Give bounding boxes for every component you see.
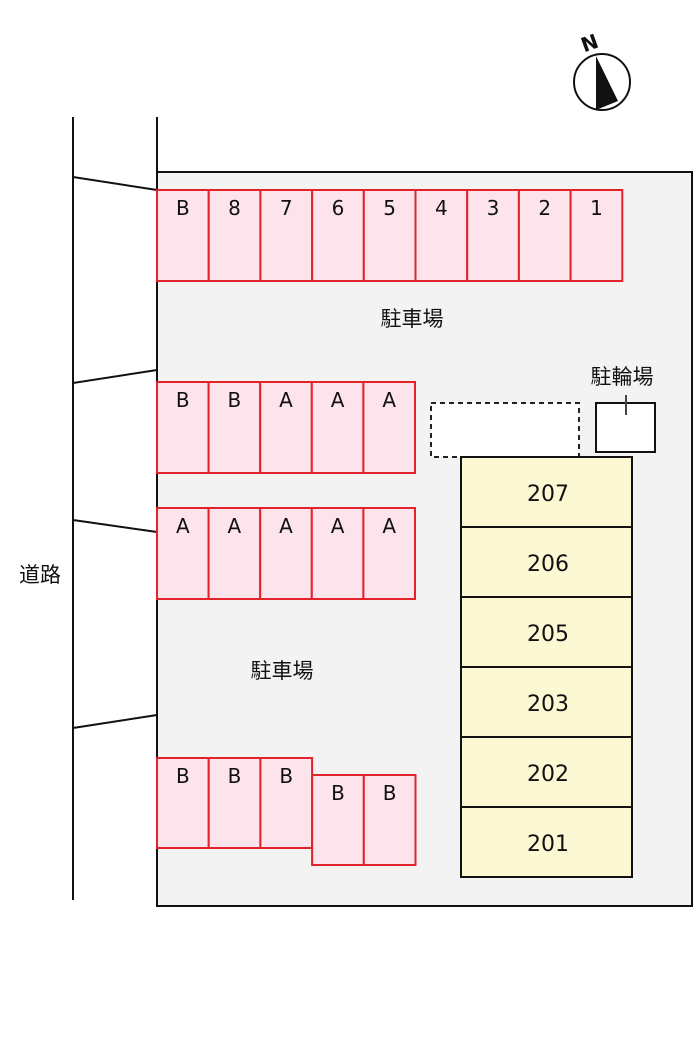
parking-space-label: A — [331, 514, 345, 538]
parking-space-label: 5 — [383, 196, 396, 220]
building: 207 206 205 203 202 201 — [460, 456, 633, 878]
unit-number: 202 — [527, 762, 569, 787]
north-label: N — [578, 29, 602, 57]
parking-space-label: 1 — [590, 196, 603, 220]
unit-205: 205 — [460, 596, 633, 668]
parking-label-bottom: 駐車場 — [251, 659, 314, 683]
parking-space: A — [310, 381, 365, 474]
parking-space: B — [311, 774, 365, 866]
parking-space: B — [259, 757, 314, 849]
unit-207: 207 — [460, 456, 633, 528]
parking-space: A — [310, 507, 365, 600]
unit-206: 206 — [460, 526, 633, 598]
parking-space: 8 — [207, 189, 262, 282]
parking-space: A — [207, 507, 262, 600]
parking-space-label: B — [331, 781, 345, 805]
parking-space-label: A — [382, 388, 396, 412]
parking-space-label: B — [228, 388, 242, 412]
parking-space: 5 — [362, 189, 417, 282]
parking-space-label: 2 — [538, 196, 551, 220]
parking-label-top: 駐車場 — [381, 307, 444, 331]
parking-space-label: B — [176, 196, 190, 220]
parking-space: B — [156, 189, 210, 282]
parking-space-label: A — [176, 514, 190, 538]
parking-space: A — [259, 381, 313, 474]
unit-202: 202 — [460, 736, 633, 808]
parking-space-label: 4 — [435, 196, 448, 220]
unit-number: 205 — [527, 622, 569, 647]
parking-space: B — [207, 757, 262, 849]
parking-space: 2 — [517, 189, 572, 282]
parking-space: A — [362, 381, 416, 474]
bicycle-parking-label: 駐輪場 — [591, 365, 654, 389]
north-compass-icon: N — [573, 29, 631, 111]
parking-space-label: A — [279, 388, 293, 412]
parking-row-1: B 8 7 6 5 4 3 2 1 — [156, 189, 624, 282]
parking-space-label: 8 — [228, 196, 241, 220]
parking-space-label: B — [176, 764, 190, 788]
parking-space-label: A — [279, 514, 293, 538]
unit-number: 207 — [527, 482, 569, 507]
parking-space-label: 3 — [487, 196, 500, 220]
parking-space-label: A — [331, 388, 345, 412]
parking-space: B — [156, 381, 210, 474]
parking-space: 4 — [414, 189, 469, 282]
parking-space-label: B — [176, 388, 190, 412]
parking-space-label: 6 — [332, 196, 345, 220]
parking-space-label: B — [383, 781, 397, 805]
unit-201: 201 — [460, 806, 633, 878]
unit-number: 203 — [527, 692, 569, 717]
road — [72, 117, 158, 900]
parking-space-label: 7 — [280, 196, 293, 220]
parking-space: 3 — [466, 189, 520, 282]
unit-number: 206 — [527, 552, 569, 577]
parking-space: B — [362, 774, 417, 866]
parking-space: B — [156, 757, 210, 849]
parking-space-label: A — [228, 514, 242, 538]
unit-203: 203 — [460, 666, 633, 738]
parking-space: A — [259, 507, 313, 600]
road-label: 道路 — [19, 563, 61, 587]
parking-space-label: B — [228, 764, 242, 788]
parking-space: B — [207, 381, 262, 474]
parking-space: A — [362, 507, 416, 600]
parking-space-label: B — [279, 764, 293, 788]
unit-number: 201 — [527, 832, 569, 857]
parking-space: A — [156, 507, 210, 600]
parking-space: 6 — [311, 189, 365, 282]
parking-space: 1 — [569, 189, 624, 282]
dashed-area — [430, 402, 580, 458]
parking-space: 7 — [259, 189, 314, 282]
parking-space-label: A — [382, 514, 396, 538]
